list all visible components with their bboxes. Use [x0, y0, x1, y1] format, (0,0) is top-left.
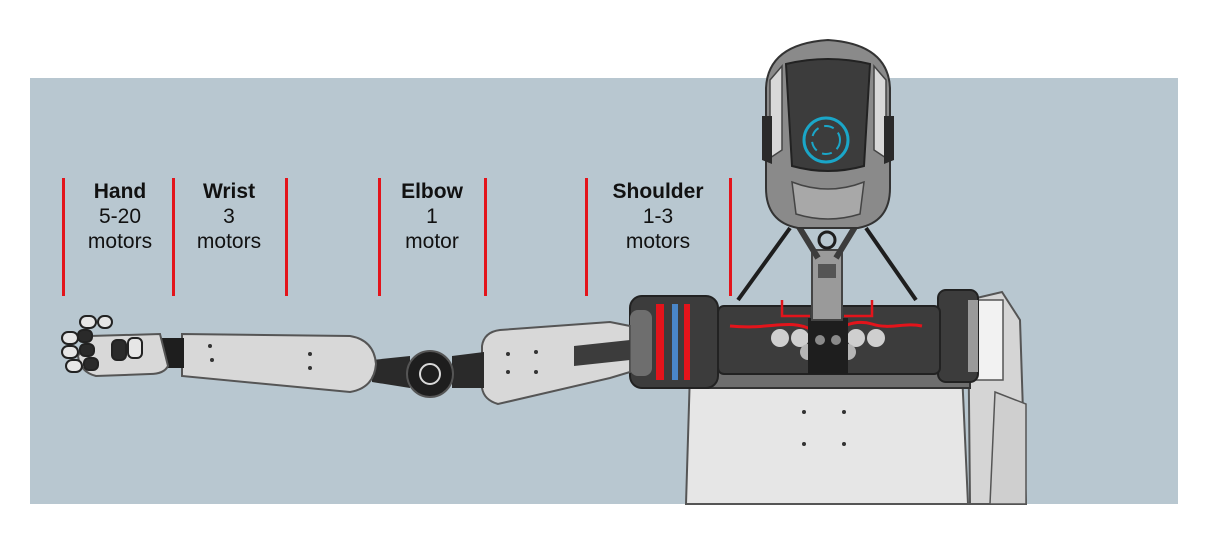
label-hand: Hand 5-20 motors — [72, 179, 168, 254]
divider-hand-left — [62, 178, 65, 296]
elbow-joint-icon — [406, 350, 454, 398]
humanoid-robot-illustration — [61, 38, 1028, 505]
label-shoulder-unit: motors — [625, 230, 691, 253]
label-wrist-count: 3 — [223, 205, 235, 228]
label-elbow: Elbow 1 motor — [386, 179, 478, 254]
label-shoulder-count: 1-3 — [642, 205, 674, 228]
label-wrist-title: Wrist — [202, 180, 256, 203]
divider-hand-wrist — [172, 178, 175, 296]
robot-fingers — [61, 315, 143, 373]
robot-upper-arm — [481, 320, 631, 406]
label-elbow-title: Elbow — [401, 180, 463, 203]
neck-base — [808, 318, 848, 374]
label-elbow-unit: motor — [405, 230, 459, 253]
divider-elbow-right — [484, 178, 487, 296]
label-hand-unit: motors — [87, 230, 153, 253]
divider-wrist-right — [285, 178, 288, 296]
label-elbow-count: 1 — [426, 205, 438, 228]
robot-forearm — [181, 332, 378, 394]
divider-shoulder-right — [729, 178, 732, 296]
label-shoulder: Shoulder 1-3 motors — [592, 179, 724, 254]
robot-torso — [684, 371, 970, 505]
robot-neck — [811, 249, 843, 321]
visor-glow-icon — [802, 116, 850, 164]
label-wrist: Wrist 3 motors — [180, 179, 278, 254]
label-wrist-unit: motors — [196, 230, 262, 253]
divider-shoulder-left — [585, 178, 588, 296]
label-hand-count: 5-20 — [98, 205, 142, 228]
divider-elbow-left — [378, 178, 381, 296]
label-shoulder-title: Shoulder — [612, 180, 704, 203]
label-hand-title: Hand — [93, 180, 147, 203]
